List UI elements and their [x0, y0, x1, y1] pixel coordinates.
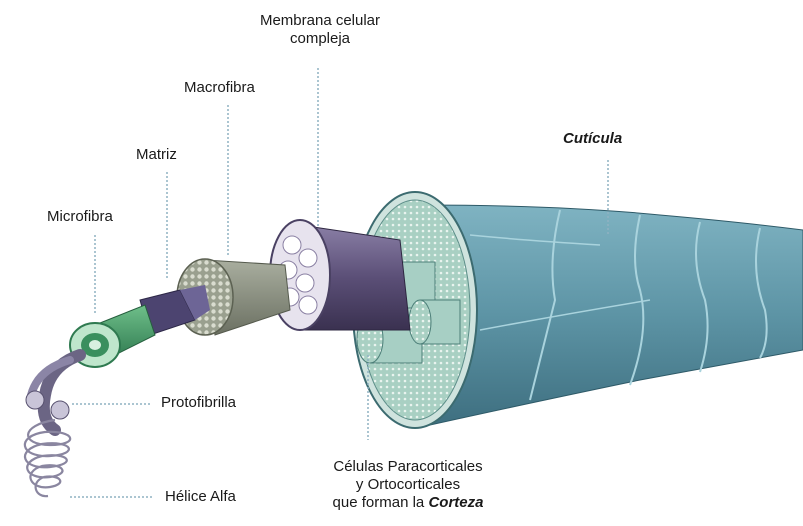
- label-macrofibra: Macrofibra: [184, 79, 255, 97]
- label-celulas-line1: Células Paracorticales: [333, 458, 484, 476]
- label-membrana-line2: compleja: [260, 30, 380, 48]
- alpha-helix-strands: [26, 355, 80, 430]
- label-microfibra: Microfibra: [47, 208, 113, 226]
- label-celulas-line2: y Ortocorticales: [333, 476, 484, 494]
- label-matriz: Matriz: [136, 146, 177, 164]
- label-celulas-line3-prefix: que forman la: [333, 494, 425, 511]
- label-celulas-line3: que forman la Corteza: [333, 494, 484, 512]
- label-cuticula: Cutícula: [563, 130, 622, 148]
- label-celulas-corticales: Células Paracorticales y Ortocorticales …: [333, 458, 484, 512]
- label-helice-alfa: Hélice Alfa: [165, 488, 236, 506]
- label-membrana-celular: Membrana celular compleja: [260, 12, 380, 48]
- label-membrana-line1: Membrana celular: [260, 12, 380, 30]
- label-corteza: Corteza: [428, 494, 483, 511]
- alpha-helix-coil: [25, 420, 70, 496]
- cortical-cell: [409, 300, 460, 344]
- label-protofibrilla: Protofibrilla: [161, 394, 236, 412]
